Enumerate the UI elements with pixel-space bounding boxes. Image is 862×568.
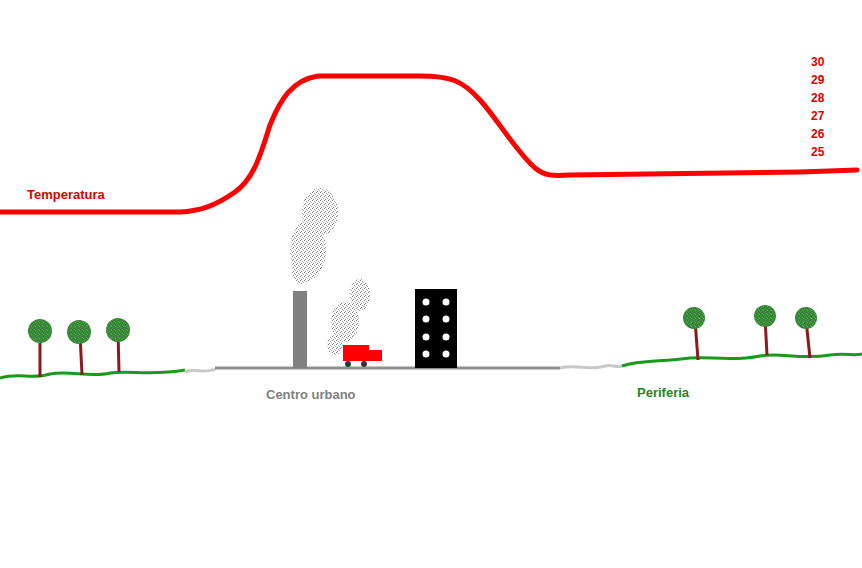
scale-number: 28 bbox=[811, 92, 824, 104]
ground-transition bbox=[185, 369, 215, 372]
scale-number: 25 bbox=[811, 146, 824, 158]
zone-label: Periferia bbox=[637, 386, 689, 399]
temperature-curve bbox=[0, 76, 857, 212]
chimney bbox=[293, 291, 307, 368]
scale-number: 30 bbox=[811, 56, 824, 68]
scale-number: 26 bbox=[811, 128, 824, 140]
building bbox=[415, 289, 457, 368]
ground-transition bbox=[560, 365, 622, 368]
trees-right bbox=[683, 305, 817, 360]
axis-title: Temperatura bbox=[27, 188, 105, 201]
ground-left bbox=[0, 370, 185, 378]
urban-road bbox=[215, 367, 560, 370]
chimney-smoke bbox=[290, 188, 338, 284]
car-exhaust bbox=[327, 279, 370, 355]
trees-left bbox=[28, 318, 130, 377]
scale-number: 27 bbox=[811, 110, 824, 122]
ground-right bbox=[622, 354, 862, 366]
zone-label: Centro urbano bbox=[266, 388, 356, 401]
scale-number: 29 bbox=[811, 74, 824, 86]
car bbox=[343, 345, 382, 367]
